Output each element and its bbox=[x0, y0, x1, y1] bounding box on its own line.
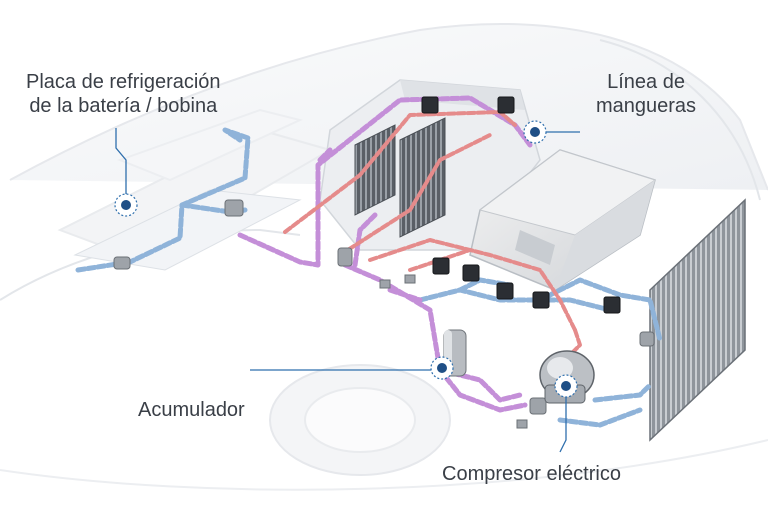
compressor-label: Compresor eléctrico bbox=[442, 463, 621, 485]
marker-battery-plate bbox=[114, 193, 138, 217]
marker-hose-line bbox=[523, 120, 547, 144]
hose-line-label-line1: Línea de bbox=[607, 71, 685, 93]
callout-markers bbox=[114, 120, 578, 398]
valves bbox=[421, 96, 621, 314]
accumulator-label: Acumulador bbox=[138, 399, 245, 421]
hose-line-label: Línea de mangueras bbox=[596, 70, 696, 118]
callout-lines bbox=[115, 128, 580, 453]
fittings bbox=[113, 199, 655, 429]
marker-accumulator bbox=[430, 356, 454, 380]
hose-line-label-line2: mangueras bbox=[596, 95, 697, 117]
battery-plate-label-line2: de la batería / bobina bbox=[29, 95, 218, 117]
marker-compressor bbox=[554, 374, 578, 398]
electronics-box bbox=[469, 149, 657, 291]
condenser bbox=[649, 198, 746, 442]
battery-plate-label: Placa de refrigeración de la batería / b… bbox=[26, 70, 221, 118]
battery-plate-label-line1: Placa de refrigeración bbox=[26, 71, 221, 93]
pipes-red bbox=[283, 110, 582, 357]
